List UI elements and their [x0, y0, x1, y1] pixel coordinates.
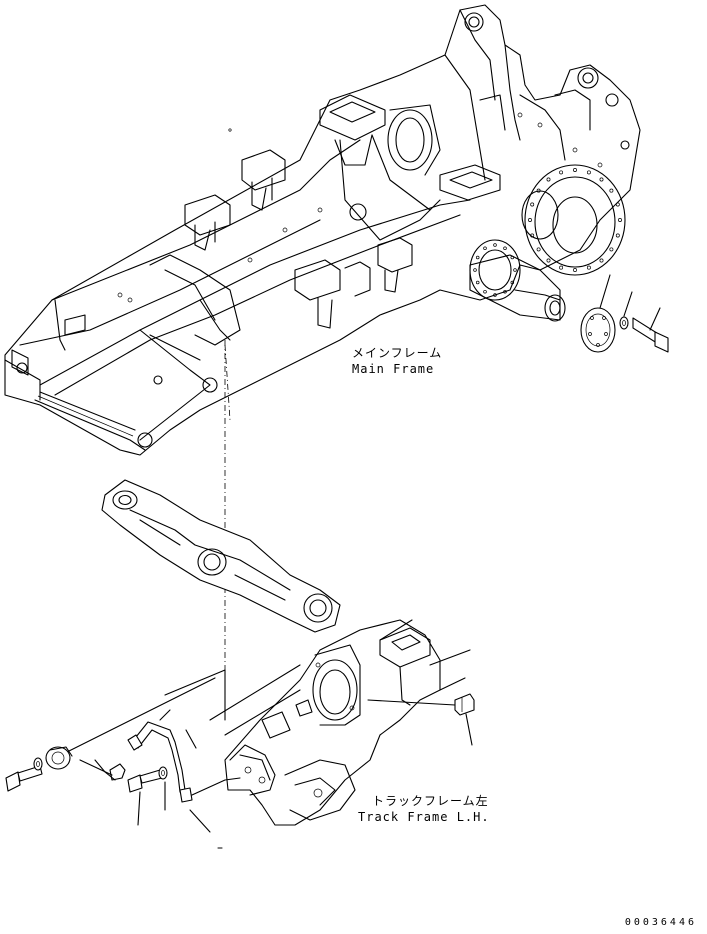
main-frame-label-jp: メインフレーム [352, 346, 443, 360]
washer-icon [619, 316, 629, 330]
grease-fitting-icon [454, 693, 475, 716]
bolt-icon [632, 317, 669, 353]
axle-bolt-hole [493, 293, 497, 297]
flange-bolt-hole [546, 177, 551, 182]
flange-bolt-hole [573, 168, 577, 172]
axle-bolt-hole [483, 246, 487, 251]
flange-bolt-hole [618, 218, 622, 222]
flange-bolt-hole [615, 233, 620, 238]
washer-icon [158, 766, 168, 780]
bolt-icon [127, 769, 163, 793]
cover-plate-icon [45, 746, 73, 770]
flange-bolt-hole [586, 170, 591, 175]
main-frame-label-en: Main Frame [352, 362, 435, 376]
axle-bolt-hole [483, 289, 487, 294]
flange-bolt-hole [599, 177, 604, 182]
flange-bolt-hole [546, 258, 551, 263]
axle-bolt-hole [493, 243, 497, 247]
flange-bolt-hole [609, 247, 614, 252]
axle-bolt-hole [503, 289, 507, 294]
flange-bolt-hole [536, 188, 541, 193]
axle-bolt-hole [473, 268, 477, 272]
flange-bolt-hole [530, 233, 535, 238]
track-frame-label-en: Track Frame L.H. [358, 810, 490, 824]
grease-fitting-icon [109, 763, 126, 781]
flange-bolt-hole [530, 202, 535, 207]
axle-bolt-hole [510, 280, 515, 285]
main-frame-drawing [4, 4, 641, 456]
track-frame-label-jp: トラックフレーム左 [372, 794, 489, 808]
flange-bolt-hole [559, 170, 564, 175]
flange-bolt-hole [599, 258, 604, 263]
axle-bolt-hole [503, 246, 507, 251]
flange-bolt-hole [573, 268, 577, 272]
washer-icon [33, 757, 43, 771]
axle-bolt-hole [475, 280, 480, 285]
axle-bolt-hole [513, 268, 517, 272]
flange-bolt-hole [528, 218, 532, 222]
flange-bolt-hole [615, 202, 620, 207]
axle-bolt-hole [475, 255, 480, 260]
flange-bolt-hole [536, 247, 541, 252]
flange-bolt-hole [586, 265, 591, 270]
flange-bolt-hole [559, 265, 564, 270]
equalizer-bar-drawing [101, 479, 341, 633]
flange-bolt-hole [609, 188, 614, 193]
drawing-code: 00036446 [624, 917, 697, 928]
cover-plate-icon [580, 307, 616, 353]
